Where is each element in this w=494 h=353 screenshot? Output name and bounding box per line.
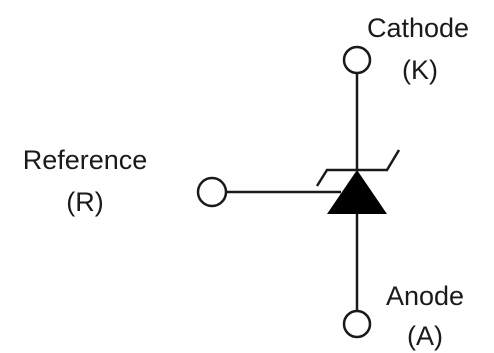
cathode-terminal — [342, 45, 372, 75]
cathode-label: Cathode — [366, 13, 470, 43]
reference-label: Reference — [22, 145, 148, 175]
reference-symbol-label: (R) — [66, 187, 104, 217]
anode-terminal — [342, 309, 372, 339]
reference-terminal — [196, 176, 228, 208]
cathode-symbol-label: (K) — [402, 55, 438, 85]
diode-triangle — [327, 170, 387, 214]
cathode-bar — [315, 149, 401, 187]
anode-label: Anode — [385, 281, 465, 311]
anode-symbol-label: (A) — [407, 321, 443, 351]
